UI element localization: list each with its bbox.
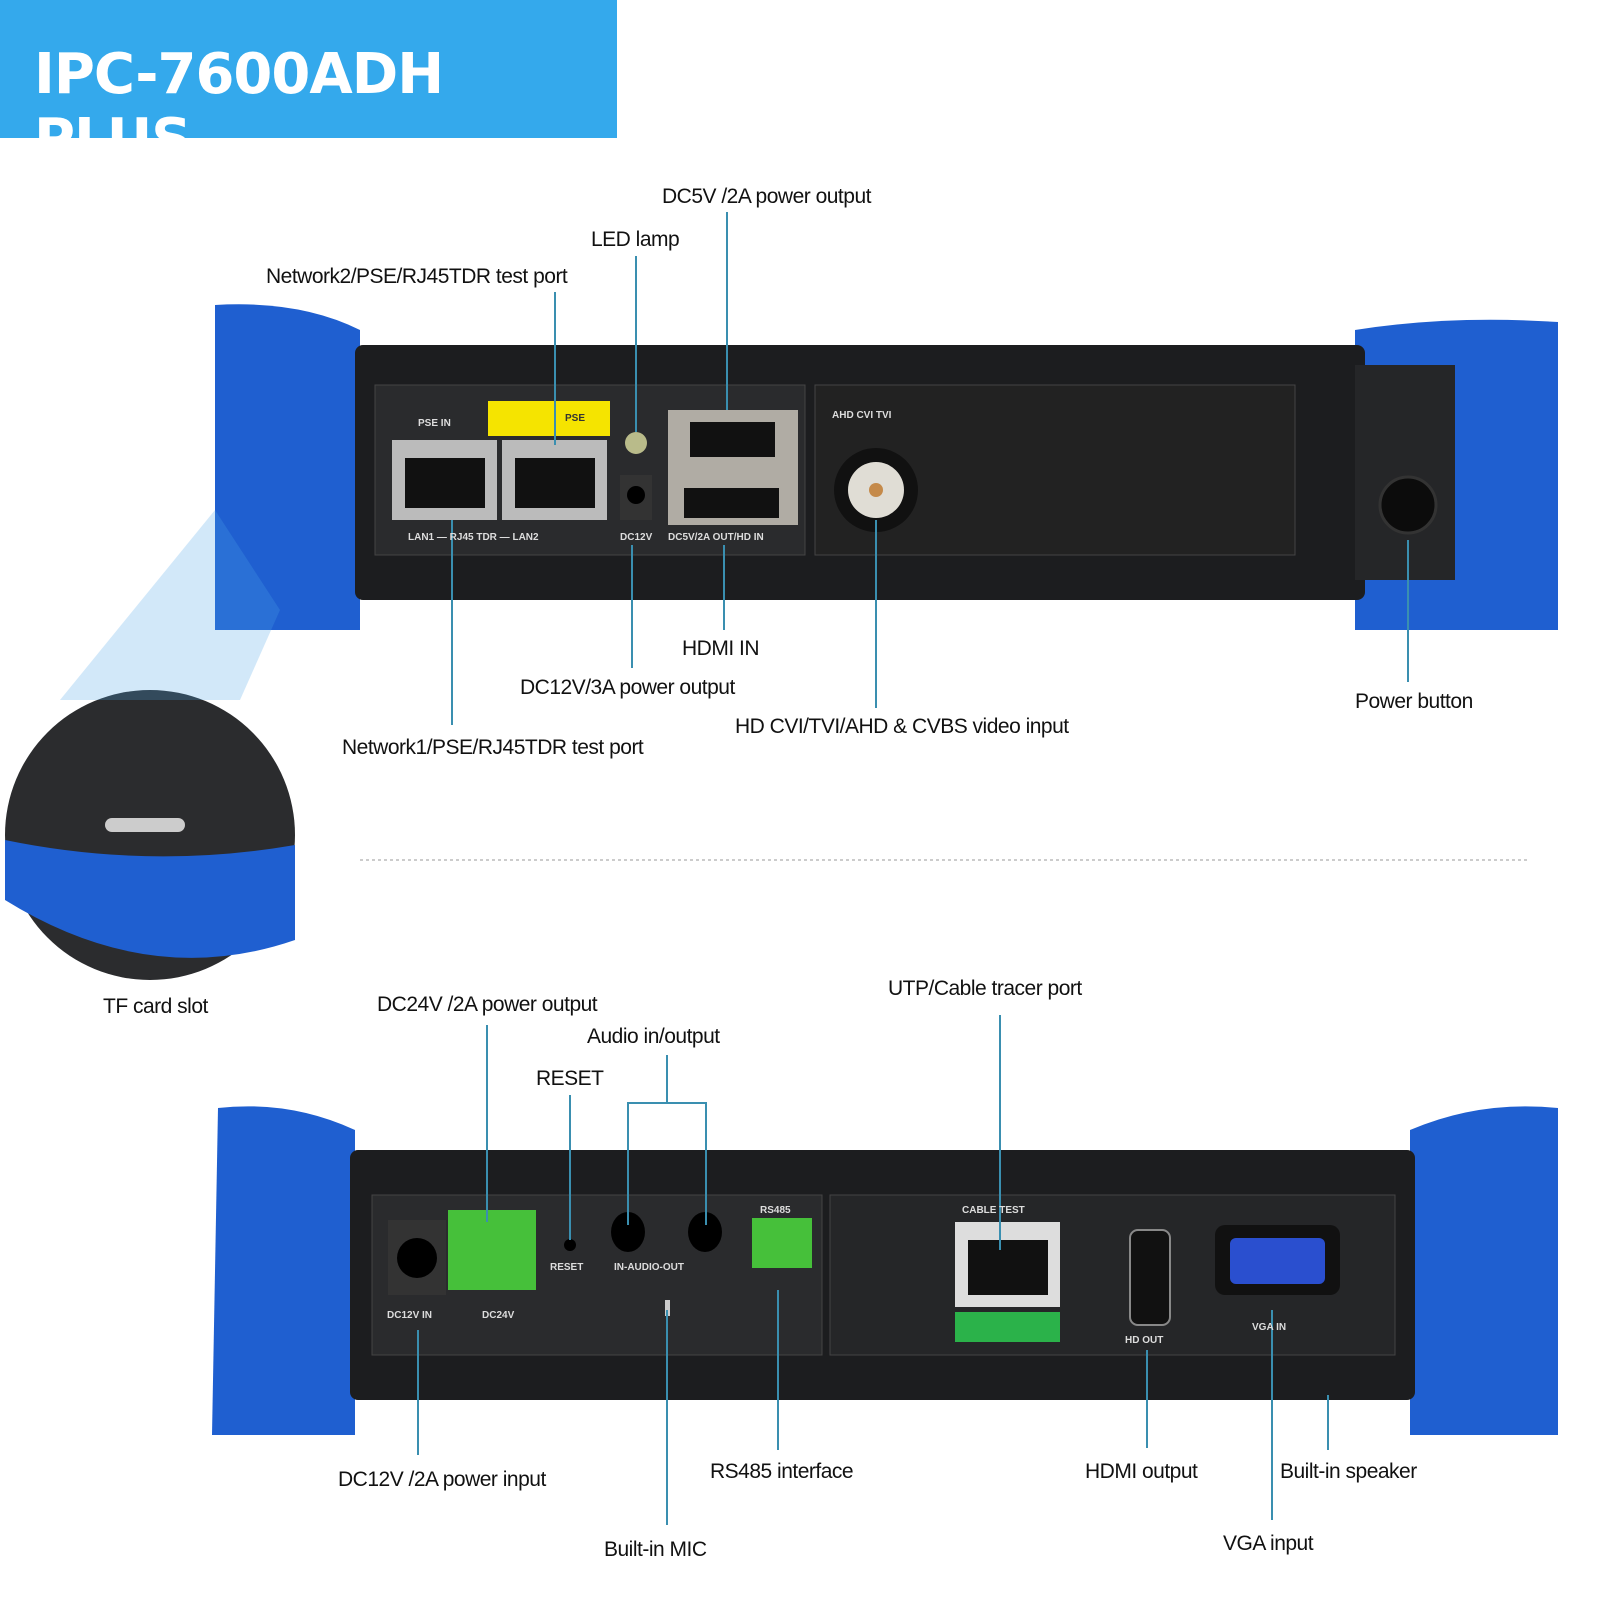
silk-usb-hdmi: DC5V/2A OUT/HD IN [668, 532, 764, 543]
label-rs485: RS485 interface [710, 1460, 854, 1483]
silk-rs485: RS485 [760, 1205, 791, 1216]
label-network1: Network1/PSE/RJ45TDR test port [342, 736, 644, 759]
silk-hd-out: HD OUT [1125, 1335, 1164, 1346]
dc12v-out-jack [627, 486, 645, 504]
label-dc5v-output: DC5V /2A power output [662, 185, 871, 208]
label-dc12v-input: DC12V /2A power input [338, 1468, 546, 1491]
label-video-input: HD CVI/TVI/AHD & CVBS video input [735, 715, 1069, 738]
silk-lan: LAN1 — RJ45 TDR — LAN2 [408, 532, 539, 543]
hdmi-in-port [684, 488, 779, 518]
silk-cable-test: CABLE TEST [962, 1205, 1025, 1216]
label-tf-card: TF card slot [103, 995, 208, 1018]
silk-dc: DC12V [620, 532, 653, 543]
callout-lines [417, 212, 1409, 1525]
silk-audio: IN-AUDIO-OUT [614, 1262, 684, 1273]
silk-vga-in: VGA IN [1252, 1322, 1287, 1333]
label-reset: RESET [536, 1067, 604, 1090]
silk-video: AHD CVI TVI [832, 410, 892, 421]
label-power-button: Power button [1355, 690, 1473, 713]
audio-in-jack [611, 1212, 645, 1252]
silk-pse: PSE [565, 413, 586, 424]
silk-pse-in: PSE IN [418, 418, 451, 429]
label-audio: Audio in/output [587, 1025, 720, 1048]
product-title: IPC-7600ADH PLUS [34, 42, 444, 172]
dc24v-terminal [448, 1210, 536, 1290]
silk-reset: RESET [550, 1262, 584, 1273]
title-banner: IPC-7600ADH PLUS [0, 0, 617, 172]
label-led-lamp: LED lamp [591, 228, 680, 251]
label-vga-input: VGA input [1223, 1532, 1314, 1555]
label-dc12v-output: DC12V/3A power output [520, 676, 735, 699]
pse-label-plate [488, 401, 610, 436]
tf-card-slot [105, 818, 185, 832]
usb-port [690, 422, 775, 457]
reset-hole [564, 1239, 576, 1251]
label-mic: Built-in MIC [604, 1538, 707, 1561]
silk-dc-in: DC12V IN [387, 1310, 433, 1321]
mic-hole [665, 1300, 670, 1316]
label-dc24v-output: DC24V /2A power output [377, 993, 598, 1016]
bottom-device [212, 1106, 1558, 1435]
label-network2: Network2/PSE/RJ45TDR test port [266, 265, 568, 288]
vga-port [1230, 1238, 1325, 1284]
dc-in-jack [397, 1238, 437, 1278]
power-button [1378, 475, 1438, 535]
hdmi-out-port [1129, 1229, 1171, 1326]
led-lamp [625, 432, 647, 454]
left-bumper-top [215, 304, 360, 630]
label-hdmi-in: HDMI IN [682, 637, 760, 660]
silk-dc24: DC24V [482, 1310, 515, 1321]
top-device [215, 304, 1558, 630]
audio-out-jack [688, 1212, 722, 1252]
label-speaker: Built-in speaker [1280, 1460, 1417, 1483]
rs485-terminal [752, 1218, 812, 1268]
label-hdmi-output: HDMI output [1085, 1460, 1198, 1483]
label-utp-tracer: UTP/Cable tracer port [888, 977, 1082, 1000]
